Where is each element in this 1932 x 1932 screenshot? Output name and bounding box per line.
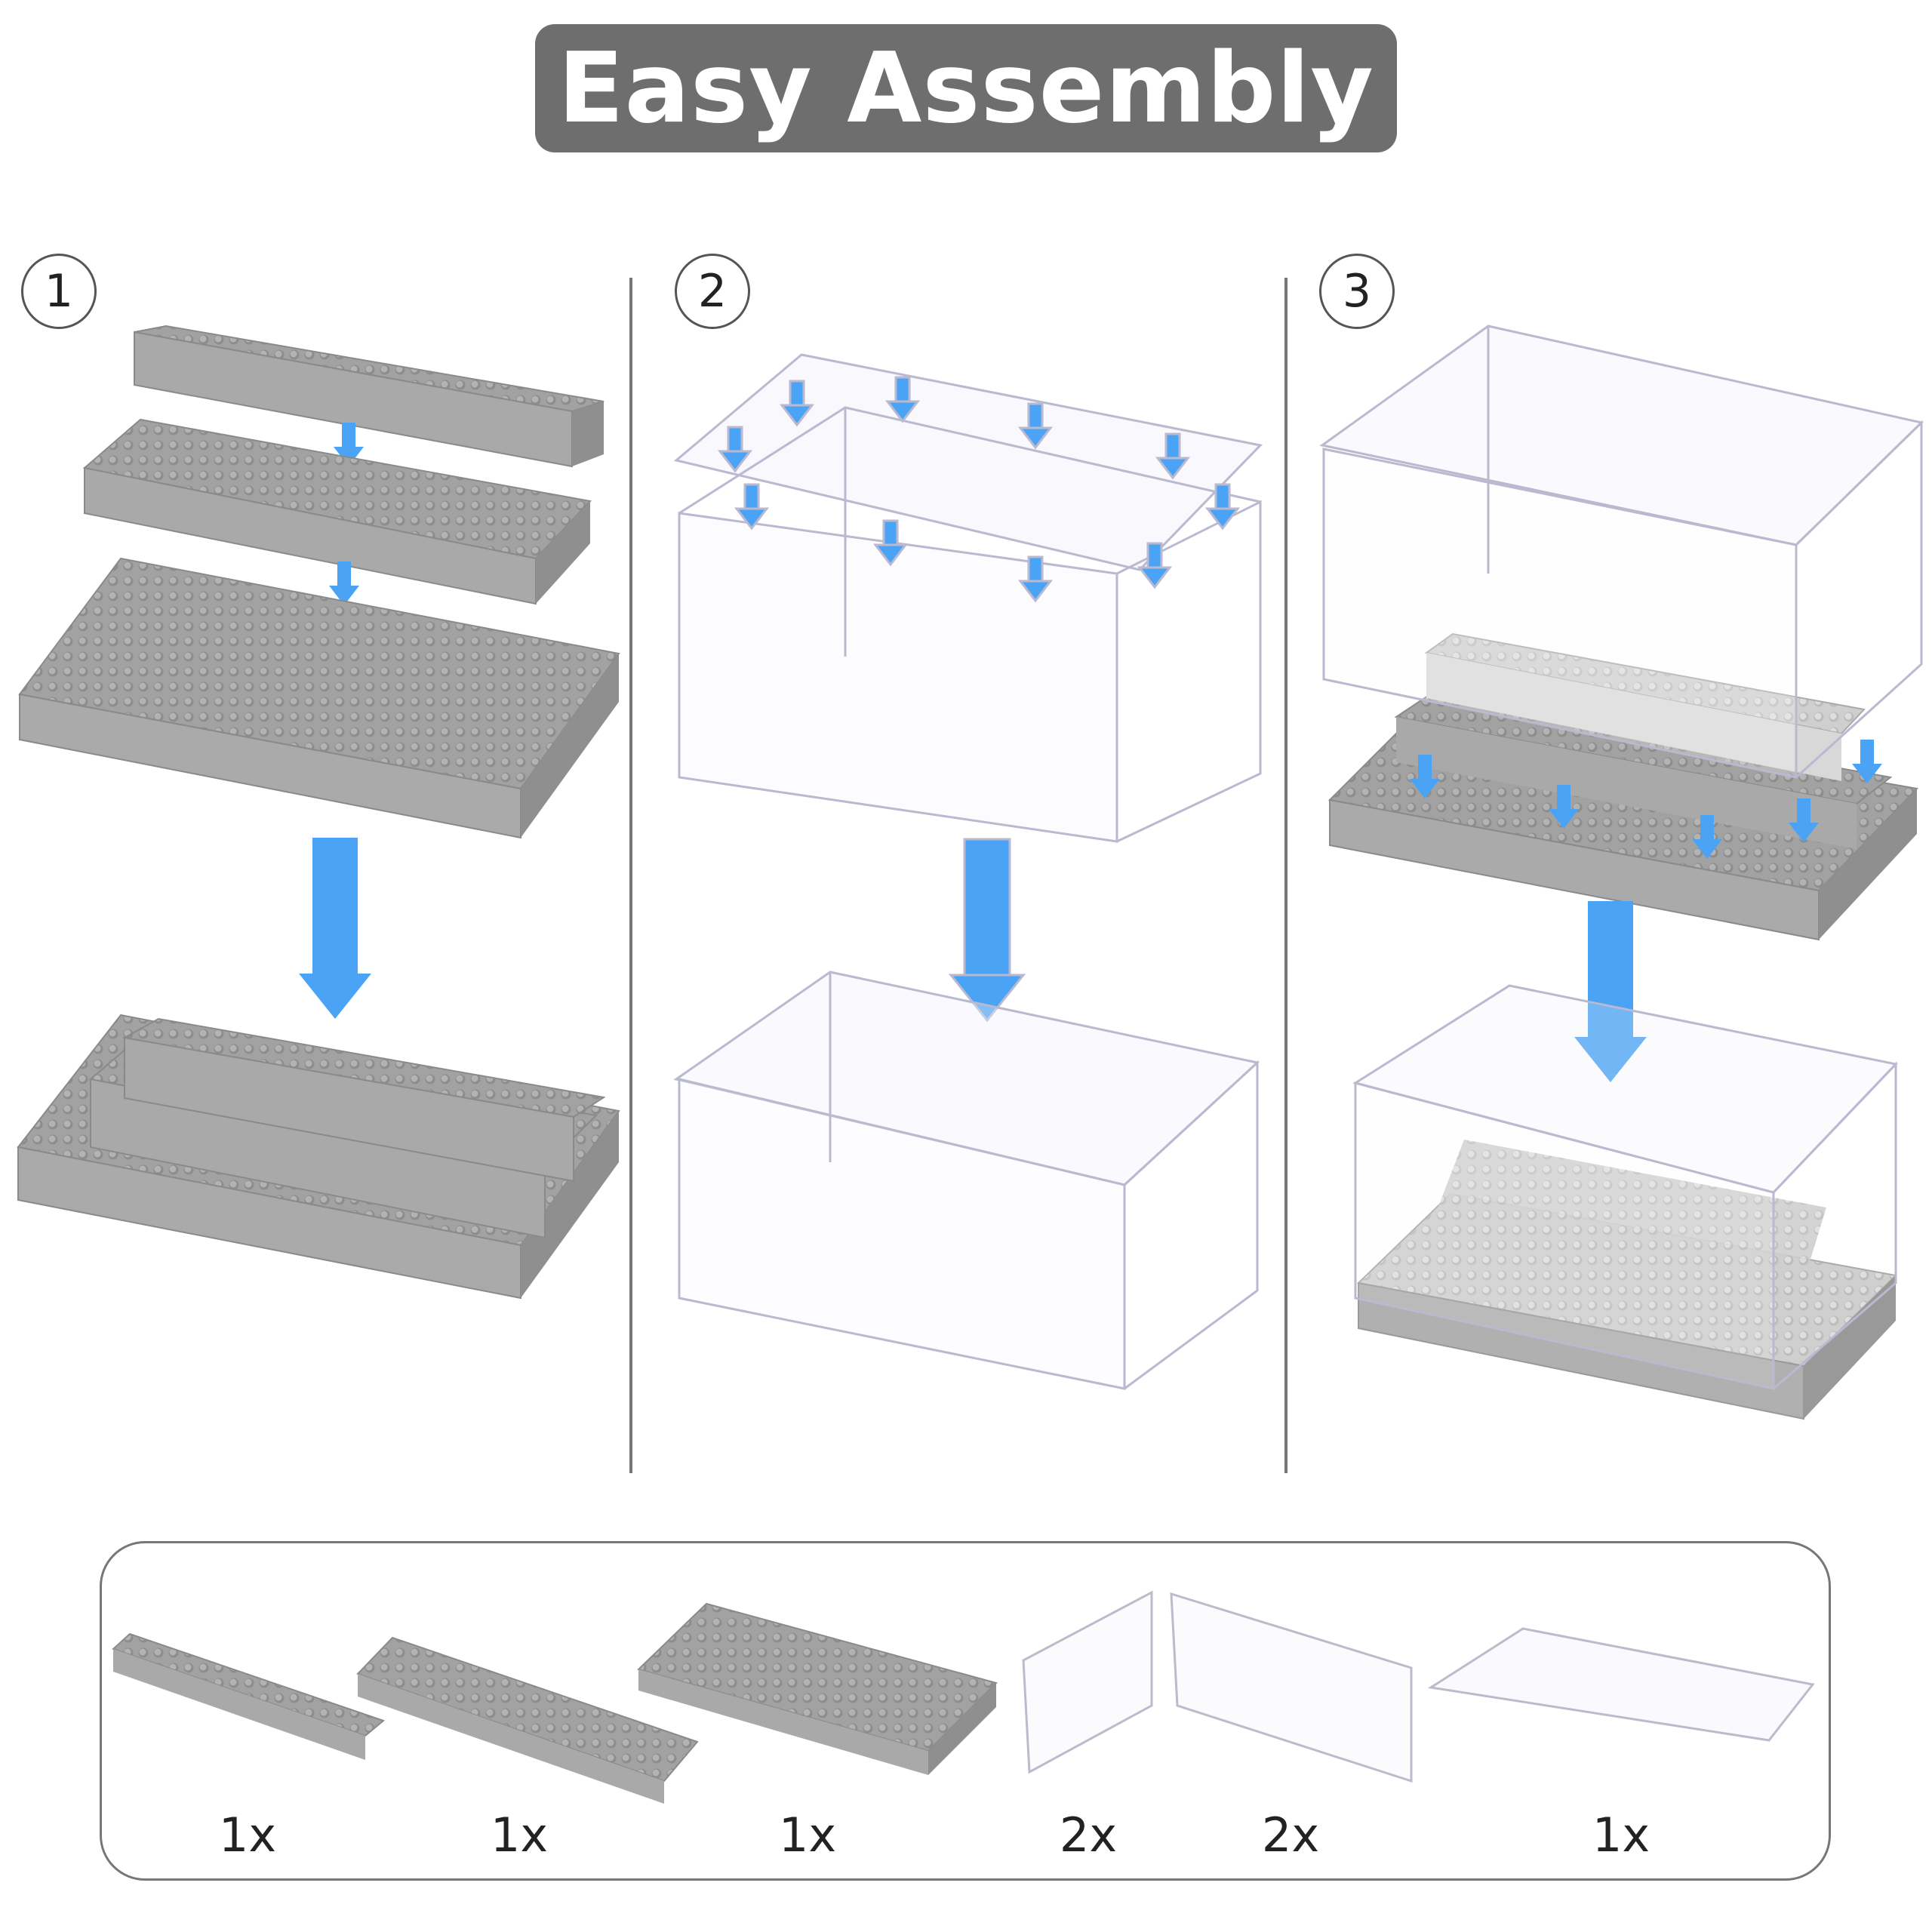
parts-illustrations <box>112 1590 1815 1804</box>
part-short-brick <box>112 1632 386 1760</box>
qty-side-panels: 2x <box>1059 1807 1118 1863</box>
step-1-art <box>17 325 620 1300</box>
qty-front-panels: 2x <box>1261 1807 1320 1863</box>
step-3-badge: 3 <box>1319 254 1395 329</box>
step-divider-2 <box>1284 278 1287 1473</box>
page-title: Easy Assembly <box>558 32 1374 145</box>
acrylic-box-open <box>678 406 1262 843</box>
part-long-brick <box>356 1636 699 1804</box>
top-brick-strip <box>134 325 605 468</box>
acrylic-box-closed <box>673 971 1260 1390</box>
part-top-lid <box>1427 1627 1815 1742</box>
base-plate <box>18 557 620 839</box>
final-assembled-case <box>1352 984 1898 1420</box>
part-front-panels <box>1170 1592 1413 1783</box>
acrylic-box-lifted <box>1319 325 1924 779</box>
parts-list-panel <box>100 1541 1831 1881</box>
acrylic-lid <box>673 353 1263 571</box>
middle-brick-strip <box>82 418 592 605</box>
qty-short-brick: 1x <box>218 1807 277 1863</box>
step-divider-1 <box>629 278 632 1473</box>
title-banner: Easy Assembly <box>535 24 1397 152</box>
base-with-bricks <box>1327 632 1919 941</box>
step-2-badge: 2 <box>675 254 750 329</box>
arrow-down-icon <box>299 838 371 1019</box>
step-1-badge: 1 <box>21 254 97 329</box>
step-3-art <box>1319 325 1924 1420</box>
step-2-art <box>673 353 1263 1390</box>
arrow-down-icon <box>949 838 1025 1022</box>
qty-long-brick: 1x <box>490 1807 549 1863</box>
qty-base-plate: 1x <box>778 1807 837 1863</box>
qty-top-lid: 1x <box>1592 1807 1651 1863</box>
part-side-panels <box>1022 1590 1153 1774</box>
stepped-base-assembled <box>17 1014 620 1300</box>
part-base-plate <box>637 1602 998 1775</box>
